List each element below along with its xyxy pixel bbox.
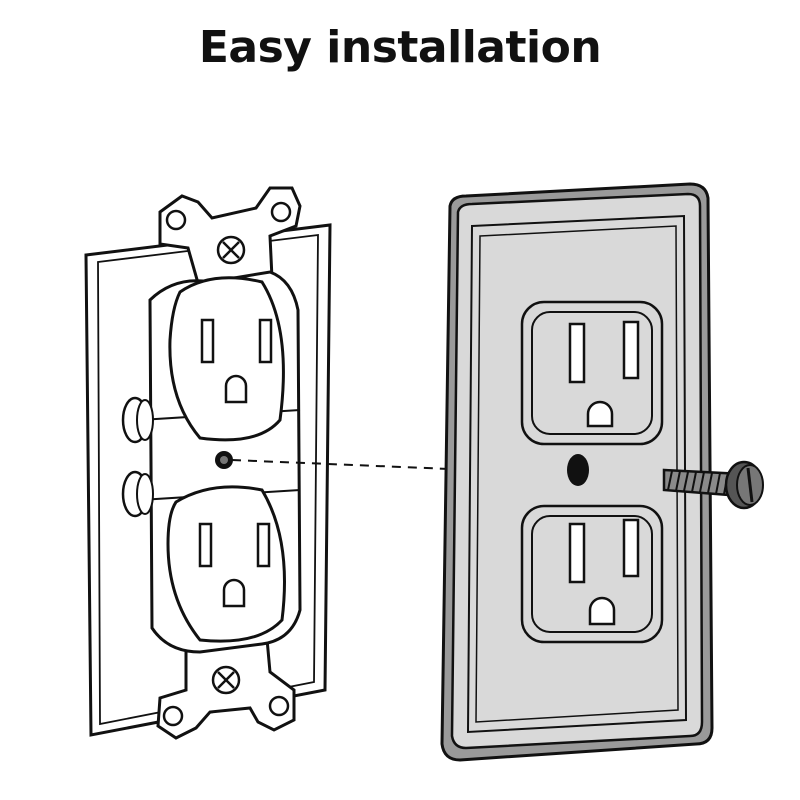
page-title: Easy installation bbox=[198, 22, 602, 73]
upper-outlet-face bbox=[168, 276, 285, 442]
lower-outlet-face bbox=[166, 485, 286, 643]
mounting-screw-icon bbox=[662, 460, 764, 510]
guide-line-icon bbox=[231, 459, 669, 479]
cover-plate-icon bbox=[440, 182, 714, 762]
bottom-strap-screw-icon bbox=[211, 665, 241, 695]
plate-screw-hole bbox=[567, 454, 589, 486]
duplex-receptacle-icon bbox=[84, 186, 332, 740]
top-strap-screw-icon bbox=[216, 235, 246, 265]
side-terminal-screw-icon bbox=[121, 396, 154, 518]
